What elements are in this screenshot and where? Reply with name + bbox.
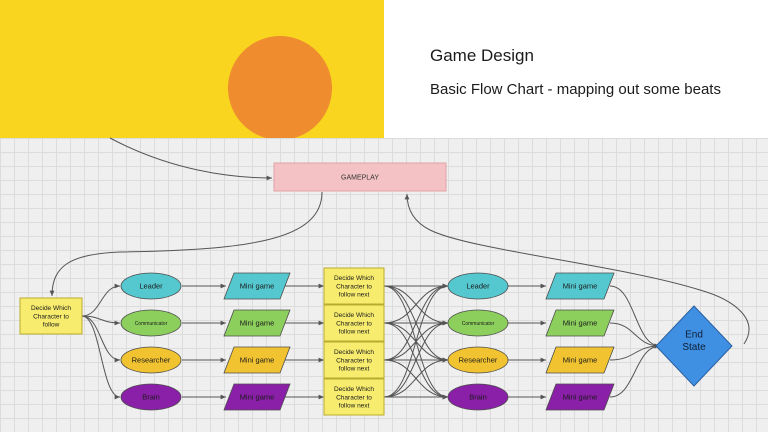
sun-circle [228,36,332,138]
mini-game-node-2-communicator[interactable]: Mini game [545,309,615,337]
character-label: Leader [466,282,490,291]
connector-end-to-gameplay [404,193,750,345]
connector-decide-next-1-to-char-0 [383,283,449,324]
connector-gameplay-to-decide [49,191,323,297]
connector-decide-next-2-to-char-0 [383,283,449,361]
banner-art [0,0,384,138]
page-subtitle: Basic Flow Chart - mapping out some beat… [430,81,721,98]
connector-mini2-to-end-0 [609,285,661,349]
mini-game-label: Mini game [240,356,275,365]
title-area: Game Design Basic Flow Chart - mapping o… [384,0,768,138]
character-node-2-communicator[interactable]: Communicator [447,309,509,337]
character-label: Communicator [135,321,168,327]
character-node-brain[interactable]: Brain [120,383,182,411]
character-label: Researcher [459,356,498,365]
connector-decide-to-char-0 [81,283,121,317]
mini-game-node-2-researcher[interactable]: Mini game [545,346,615,374]
gameplay-box[interactable]: GAMEPLAY [273,162,447,192]
mini-game-node-communicator[interactable]: Mini game [223,309,291,337]
mini-game-label: Mini game [563,282,598,291]
connector-decide-to-char-3 [81,315,121,400]
mini-game-node-2-brain[interactable]: Mini game [545,383,615,411]
mini-game-label: Mini game [563,393,598,402]
mini-game-label: Mini game [563,356,598,365]
connector-decide-to-char-1 [81,315,121,326]
connector-mini2-to-end-3 [609,343,661,398]
character-label: Researcher [132,356,171,365]
character-node-researcher[interactable]: Researcher [120,346,182,374]
character-node-communicator[interactable]: Communicator [120,309,182,337]
mini-game-label: Mini game [240,282,275,291]
character-label: Brain [469,393,487,402]
mini-game-label: Mini game [240,393,275,402]
gameplay-label: GAMEPLAY [341,174,379,181]
mini-game-node-researcher[interactable]: Mini game [223,346,291,374]
mini-game-node-leader[interactable]: Mini game [223,272,291,300]
mini-game-label: Mini game [240,319,275,328]
page-title: Game Design [430,46,534,65]
character-label: Brain [142,393,160,402]
connector-mini2-to-end-1 [609,322,661,349]
connectors [49,137,750,400]
character-node-leader[interactable]: Leader [120,272,182,300]
connector-mini2-to-end-2 [609,343,661,361]
character-node-2-brain[interactable]: Brain [447,383,509,411]
mini-game-node-2-leader[interactable]: Mini game [545,272,615,300]
connector-banner-to-gameplay [109,137,273,181]
mini-game-node-brain[interactable]: Mini game [223,383,291,411]
connector-decide-next-3-to-char-1 [383,320,449,398]
connector-decide-to-char-2 [81,315,121,363]
character-label: Leader [139,282,163,291]
connector-decide-next-3-to-char-2 [383,357,449,398]
connector-decide-next-3-to-char-0 [383,283,449,398]
character-label: Communicator [462,321,495,327]
character-node-2-leader[interactable]: Leader [447,272,509,300]
mini-game-label: Mini game [563,319,598,328]
character-node-2-researcher[interactable]: Researcher [447,346,509,374]
